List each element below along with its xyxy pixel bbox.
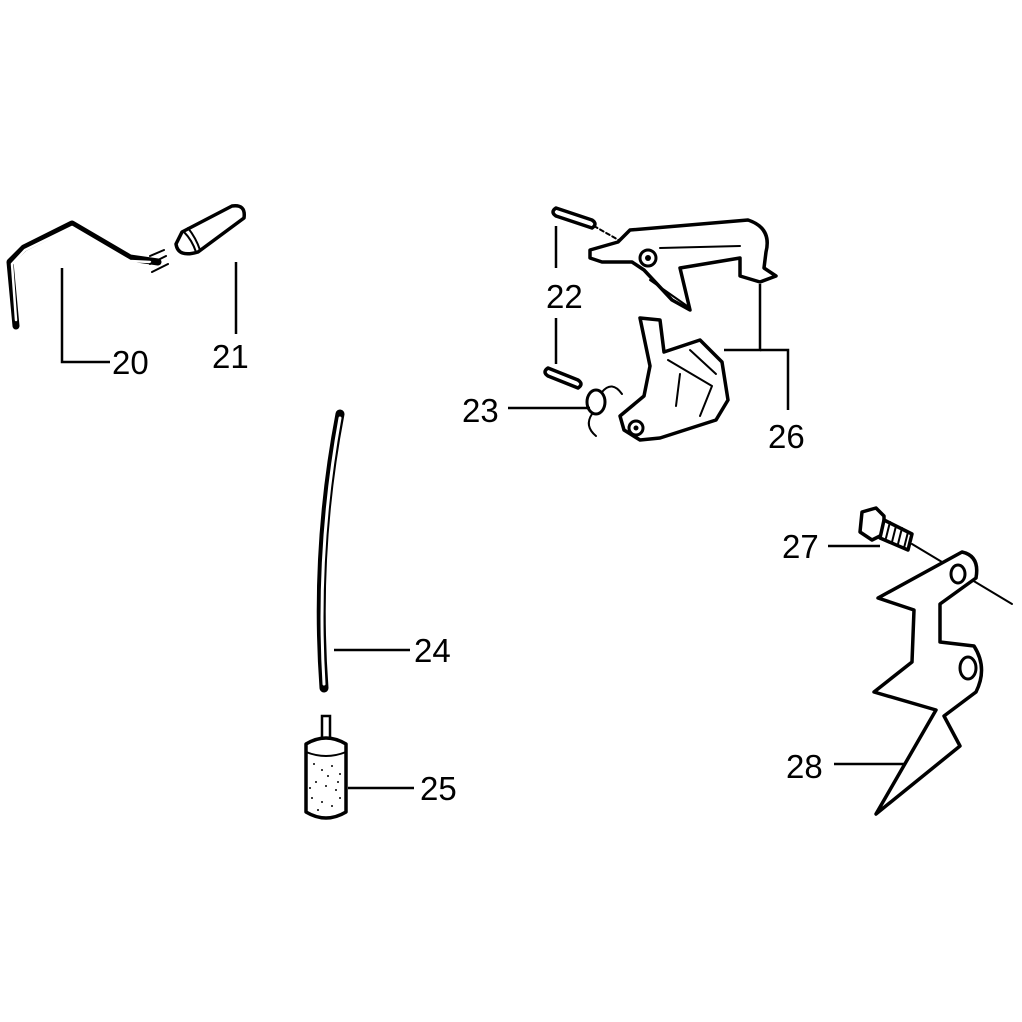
pin-lower <box>543 366 583 390</box>
part-label-20: 20 <box>112 344 149 381</box>
torsion-spring <box>585 385 623 437</box>
lockout-lever <box>588 218 778 312</box>
leader-20 <box>60 268 110 364</box>
leader-lines <box>60 226 904 790</box>
part-label-25: 25 <box>420 770 457 807</box>
fuel-hose <box>316 409 345 693</box>
part-label-22: 22 <box>546 278 583 315</box>
rubber-sleeve <box>174 204 246 256</box>
leader-26-b <box>760 348 790 410</box>
part-label-27: 27 <box>782 528 819 565</box>
throttle-trigger <box>618 316 730 442</box>
throttle-rod <box>6 220 169 330</box>
part-label-26: 26 <box>768 418 805 455</box>
bolt <box>858 506 914 552</box>
part-label-28: 28 <box>786 748 823 785</box>
part-label-21: 21 <box>212 338 249 375</box>
part-label-24: 24 <box>414 632 451 669</box>
filter-texture <box>309 763 341 811</box>
leader-26-a <box>724 284 762 352</box>
chain-catcher <box>872 550 984 816</box>
fuel-filter <box>304 714 348 820</box>
part-label-23: 23 <box>462 392 499 429</box>
pin-upper <box>551 206 597 230</box>
